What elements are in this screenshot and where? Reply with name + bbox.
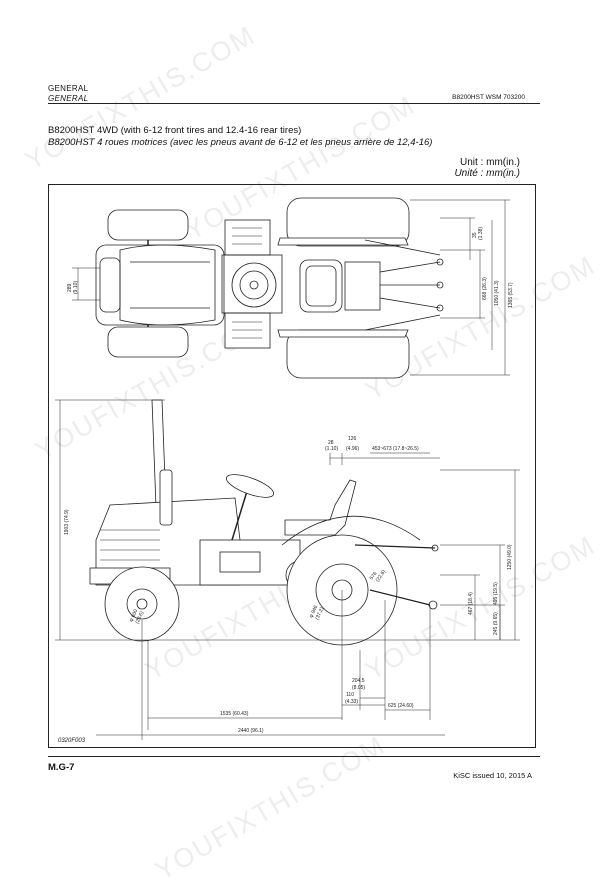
front-left-tire: [107, 209, 189, 241]
dim-495: 495 (19.5): [493, 582, 499, 605]
dim-625: 625 (24.60): [388, 703, 414, 709]
steering-wheel-top: [231, 262, 277, 308]
top-view: [95, 197, 444, 379]
dim-1903: 1903 (74.9): [64, 509, 70, 535]
dim-289: 289: [67, 283, 73, 292]
figure-code: 0320F003: [58, 738, 86, 744]
dim-35-in: (1.38): [478, 227, 484, 240]
dim-576: 576: [369, 571, 379, 581]
dim-110-in: (4.33): [345, 699, 358, 705]
rear-tire-dim: φ 946: [308, 604, 319, 618]
dim-2440: 2440 (96.1): [238, 728, 264, 734]
dim-467: 467 (18.4): [468, 592, 474, 615]
muffler: [159, 469, 173, 526]
issue-info: KiSC issued 10, 2015 A: [453, 771, 532, 780]
drawing-frame: [48, 184, 536, 748]
tractor-dimension-drawing: 289 (9.10) 35 (1.38) 668 (26.3) 1050 (41…: [55, 197, 520, 744]
unit-label-en: Unit : mm(in.): [460, 157, 520, 168]
rear-tire-dim-in: (37.2): [314, 606, 325, 621]
unit-label-fr: Unité : mm(in.): [454, 168, 520, 179]
dim-1050: 1050 (41.3): [494, 280, 500, 306]
footer-rule: [48, 756, 540, 757]
step-right: [224, 312, 271, 349]
header-rule: [48, 103, 540, 104]
front-right-tire: [107, 326, 189, 358]
page-title-fr: B8200HST 4 roues motrices (avec les pneu…: [48, 137, 433, 148]
dim-453: 453~673 (17.8~26.5): [372, 446, 419, 452]
step-left: [224, 219, 271, 256]
page-number: M.G-7: [48, 762, 75, 773]
hood-top: [95, 244, 225, 326]
dim-204: 204.5: [352, 678, 365, 684]
dim-289-in: (9.10): [73, 281, 79, 294]
dim-204-in: (8.05): [352, 685, 365, 691]
front-tire-dim-in: (23.6): [134, 610, 145, 625]
steering-column: [231, 487, 249, 541]
page-title-en: B8200HST 4WD (with 6-12 front tires and …: [48, 125, 302, 136]
section-title-fr: GENERAL: [48, 94, 89, 103]
section-title-en: GENERAL: [48, 84, 89, 93]
dim-126: 126: [348, 436, 357, 442]
rear-left-tire: [286, 197, 410, 247]
dim-28: 28: [328, 440, 334, 446]
seat-top: [299, 259, 343, 313]
steering-wheel-side: [225, 474, 275, 498]
document-code: B8200HST WSM 703200: [452, 94, 525, 101]
top-view-dimensions: [72, 199, 510, 376]
front-tire-dim: φ 600: [128, 608, 139, 622]
dim-245: 245 (9.65): [493, 612, 499, 635]
dim-1365: 1365 (53.7): [508, 282, 514, 308]
dim-668: 668 (26.3): [482, 277, 488, 300]
dim-28-in: (1.10): [325, 446, 338, 452]
side-view-dimensions: [55, 399, 520, 740]
dim-126-in: (4.96): [346, 446, 359, 452]
dim-1250: 1250 (49.0): [507, 544, 513, 570]
dim-1535: 1535 (60.43): [220, 711, 249, 717]
seat-side: [284, 479, 357, 536]
side-view: [89, 399, 439, 646]
dim-35: 35: [472, 232, 478, 238]
dim-110: 110: [346, 692, 354, 698]
